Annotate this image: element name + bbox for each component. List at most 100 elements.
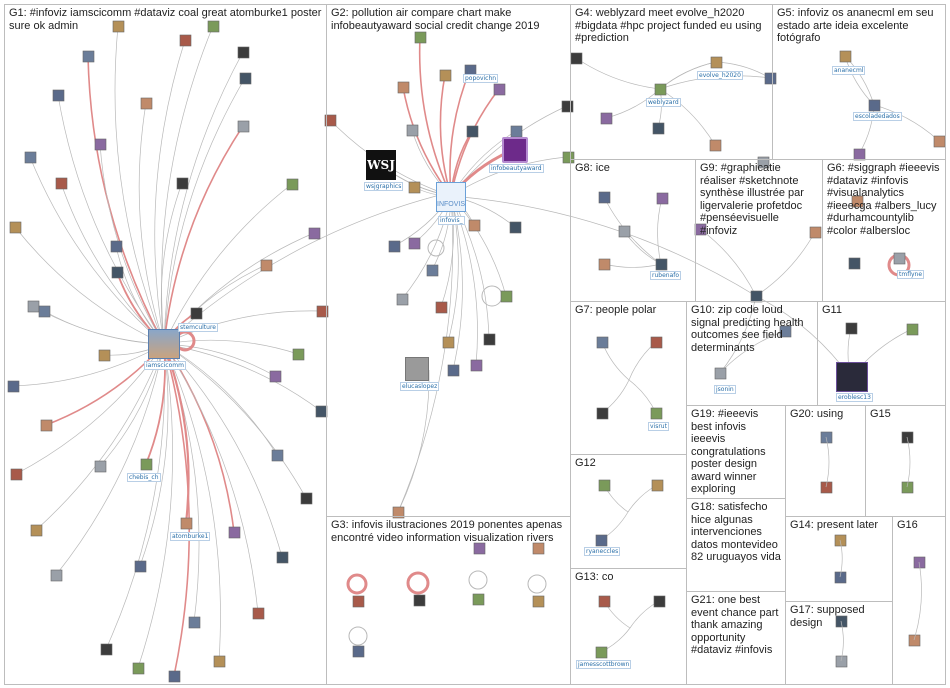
avatar-icon [252,607,265,620]
avatar-icon [94,138,107,151]
group-g15-label: G15 [870,408,891,420]
avatar-icon [406,124,419,137]
avatar-icon [653,595,666,608]
edge [840,620,844,662]
avatar-icon [260,259,273,272]
avatar-icon [901,481,914,494]
edge [99,343,165,467]
avatar-icon [352,645,365,658]
avatar-icon [100,643,113,656]
avatar-icon [834,571,847,584]
edge [397,195,454,513]
node-label-escoladedados: escoladedados [853,112,902,121]
avatar-icon [470,359,483,372]
edge [575,57,661,90]
avatar-icon [213,655,226,668]
edge [139,343,169,567]
avatar-icon [834,534,847,547]
edge [14,226,165,345]
avatar-icon [180,517,193,530]
edge [906,436,911,488]
avatar-icon [52,89,65,102]
group-g11-label: G11 [822,304,842,316]
avatar-icon [408,181,421,194]
group-g10: G10: zip code loud signal predicting hea… [686,301,818,406]
node-label-tmflyne: tmflyne [897,270,925,279]
avatar-icon [618,225,631,238]
avatar-icon [750,290,763,303]
avatar-icon [908,634,921,647]
wsj-logo-icon: WSJ [366,150,396,180]
avatar-icon [764,72,777,85]
node-label-jsonin: jsonin [714,385,736,394]
infobeautyaward-node [502,137,528,163]
avatar-icon [179,34,192,47]
avatar-icon [848,257,861,270]
avatar-icon [7,380,20,393]
avatar-icon [292,348,305,361]
group-g21-label: G21: one best event chance part thank am… [691,594,779,656]
avatar-icon [596,407,609,420]
avatar-icon [442,336,455,349]
group-g3-label: G3: infovis ilustraciones 2019 ponentes … [331,519,563,544]
avatar-icon [140,97,153,110]
avatar-icon [598,191,611,204]
avatar-icon [24,151,37,164]
avatar-icon [10,468,23,481]
group-g6: G6: #siggraph #ieeevis #dataviz #infovis… [822,159,946,302]
avatar-icon [271,449,284,462]
avatar-icon [851,195,864,208]
group-g1-label: G1: #infoviz iamscicomm #dataviz coal gr… [9,7,322,32]
avatar-icon [9,221,22,234]
group-g2: G2: pollution air compare chart make inf… [326,4,571,517]
avatar-icon [500,290,513,303]
avatar-icon [913,556,926,569]
avatar-icon [55,177,68,190]
group-g18-label: G18: satisfecho hice algunas intervencio… [691,501,781,563]
avatar-icon [352,595,365,608]
group-g4: G4: weblyzard meet evolve_h2020 #bigdata… [570,4,773,160]
avatar-icon [286,178,299,191]
edge [55,343,165,576]
avatar-icon [596,336,609,349]
avatar-icon [188,616,201,629]
avatar-icon [757,156,770,169]
avatar-icon [472,593,485,606]
avatar-icon [82,50,95,63]
avatar-icon [132,662,145,675]
avatar-icon [408,237,421,250]
node-label-weblyzard: weblyzard [646,98,681,107]
edge-cross [450,195,757,297]
edge [35,343,165,531]
edge [913,561,922,641]
avatar-icon [835,615,848,628]
self-loop [406,571,430,595]
node-label-ananecml: ananecml [832,66,866,75]
avatar-icon [710,56,723,69]
self-loop [527,574,547,594]
avatar-icon [714,367,727,380]
avatar-icon [839,50,852,63]
group-g7-label: G7: people polar [575,304,657,316]
edge [839,539,843,578]
group-g17-label: G17: supposed design [790,604,865,629]
avatar-icon [237,46,250,59]
avatar-icon [893,252,906,265]
node-label-atomburke1: atomburke1 [170,532,211,541]
avatar-icon [651,479,664,492]
avatar-icon [50,569,63,582]
avatar-icon [237,120,250,133]
avatar-icon [316,305,329,318]
edge [160,182,183,345]
group-g9: G9: #graphicatie réaliser #sketchnote sy… [695,159,823,302]
avatar-icon [134,560,147,573]
avatar-icon [324,114,337,127]
avatar-icon [654,83,667,96]
iamscicomm-avatar [148,329,180,359]
avatar-icon [168,670,181,683]
avatar-icon [650,336,663,349]
group-g18: G18: satisfecho hice algunas intervencio… [686,498,786,592]
node-label-visrut: visrut [648,422,669,431]
avatar-icon [652,122,665,135]
avatar-icon [207,20,220,33]
